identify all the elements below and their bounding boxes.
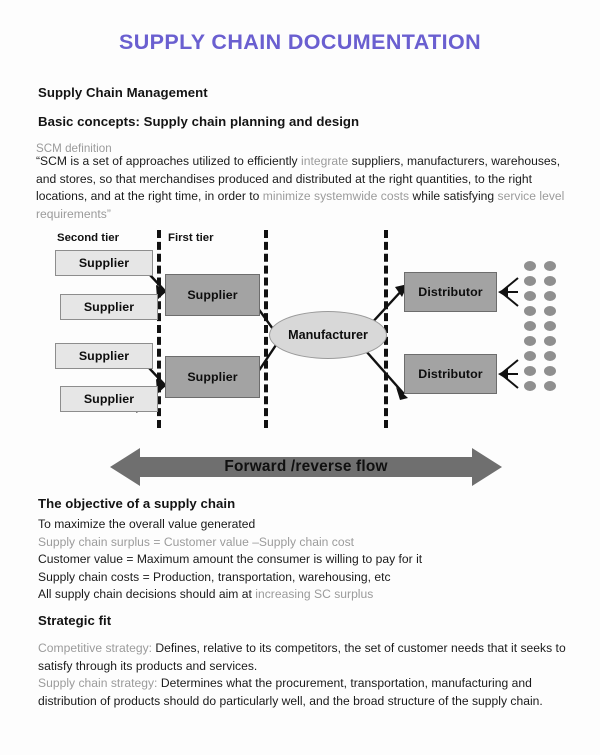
customer-dot: [544, 276, 556, 286]
section-subheading-basic-concepts: Basic concepts: Supply chain planning an…: [38, 114, 360, 129]
customer-dot: [544, 381, 556, 391]
customer-dot: [544, 261, 556, 271]
objective-line-2: Supply chain surplus = Customer value –S…: [38, 534, 355, 549]
section-heading-scm: Supply Chain Management: [38, 85, 208, 100]
customer-dot: [544, 366, 556, 376]
node-label: Supplier: [83, 300, 135, 314]
customer-dot: [524, 381, 536, 391]
scm-def-part-2: integrate: [301, 154, 349, 168]
customer-dot: [524, 276, 536, 286]
node-distributor-2[interactable]: Distributor: [404, 354, 497, 394]
node-label: Supplier: [187, 370, 238, 384]
node-second-tier-supplier-4[interactable]: Supplier: [60, 386, 158, 412]
node-first-tier-supplier-1[interactable]: Supplier: [165, 274, 260, 316]
scm-def-part-3: suppliers, manufacturers, warehouses, an…: [36, 154, 561, 204]
connectors-customers-to-distributor-1: [498, 277, 519, 307]
node-label: Supplier: [187, 288, 238, 302]
node-label: Distributor: [418, 285, 483, 299]
customer-dot: [524, 351, 536, 361]
scm-def-part-1: “SCM is a set of approaches utilized to …: [36, 154, 301, 168]
objective-line-4: Supply chain costs = Production, transpo…: [38, 569, 391, 584]
node-second-tier-supplier-3[interactable]: Supplier: [55, 343, 153, 369]
customer-dot: [524, 336, 536, 346]
node-distributor-1[interactable]: Distributor: [404, 272, 497, 312]
supply-chain-strategy-paragraph: Supply chain strategy: Determines what t…: [38, 675, 568, 710]
label-second-tier: Second tier: [57, 232, 120, 244]
page-title: SUPPLY CHAIN DOCUMENTATION: [119, 30, 481, 54]
competitive-strategy-text: Defines, relative to its competitors, th…: [38, 641, 566, 673]
objective-line-5-prefix: All supply chain decisions should aim at: [38, 587, 256, 602]
objective-line-5: All supply chain decisions should aim at…: [38, 586, 568, 604]
node-label: Distributor: [418, 367, 483, 381]
forward-reverse-flow-label: Forward /reverse flow: [224, 458, 388, 475]
node-label: Manufacturer: [288, 328, 368, 342]
supply-chain-diagram: Second tier First tier: [0, 228, 600, 493]
customer-dot: [544, 321, 556, 331]
supply-chain-strategy-text: Determines what the procurement, transpo…: [38, 676, 543, 708]
forward-reverse-flow-arrow: [110, 448, 502, 486]
section-heading-strategic-fit: Strategic fit: [38, 613, 112, 628]
customer-dot: [524, 261, 536, 271]
objective-line-5-suffix: increasing SC surplus: [255, 587, 374, 602]
customer-dot: [544, 336, 556, 346]
objective-body: To maximize the overall value generated …: [38, 516, 568, 604]
scm-def-part-5: while satisfying: [409, 189, 498, 204]
customer-dot: [544, 291, 556, 301]
customer-dot: [524, 321, 536, 331]
label-first-tier: First tier: [168, 232, 214, 244]
divider-manufacturer-distributor: [384, 230, 388, 428]
node-first-tier-supplier-2[interactable]: Supplier: [165, 356, 260, 398]
customer-dot: [544, 306, 556, 316]
node-second-tier-supplier-2[interactable]: Supplier: [60, 294, 158, 320]
scm-def-part-6: service level requirements”: [36, 189, 565, 221]
node-label: Supplier: [78, 256, 130, 270]
customer-dot: [524, 306, 536, 316]
divider-second-first-tier: [157, 230, 161, 428]
section-heading-objective: The objective of a supply chain: [38, 496, 236, 511]
competitive-strategy-label: Competitive strategy:: [38, 641, 153, 655]
customer-dot: [524, 291, 536, 301]
strategic-fit-body: Competitive strategy: Defines, relative …: [38, 640, 568, 710]
divider-first-tier-manufacturer: [264, 230, 268, 428]
scm-definition-label: SCM definition: [36, 142, 112, 155]
node-second-tier-supplier-1[interactable]: Supplier: [55, 250, 153, 276]
objective-line-1: To maximize the overall value generated: [38, 517, 256, 531]
customer-dot: [544, 351, 556, 361]
supply-chain-strategy-label: Supply chain strategy:: [38, 676, 158, 691]
node-label: Supplier: [83, 392, 135, 406]
node-manufacturer[interactable]: Manufacturer: [269, 311, 387, 359]
scm-def-part-4: minimize systemwide costs: [262, 189, 410, 204]
scm-definition-text: “SCM is a set of approaches utilized to …: [36, 153, 566, 223]
competitive-strategy-paragraph: Competitive strategy: Defines, relative …: [38, 640, 568, 675]
customer-dot: [524, 366, 536, 376]
node-label: Supplier: [78, 349, 130, 363]
objective-line-3: Customer value = Maximum amount the cons…: [38, 552, 423, 567]
connectors-customers-to-distributor-2: [498, 359, 519, 389]
